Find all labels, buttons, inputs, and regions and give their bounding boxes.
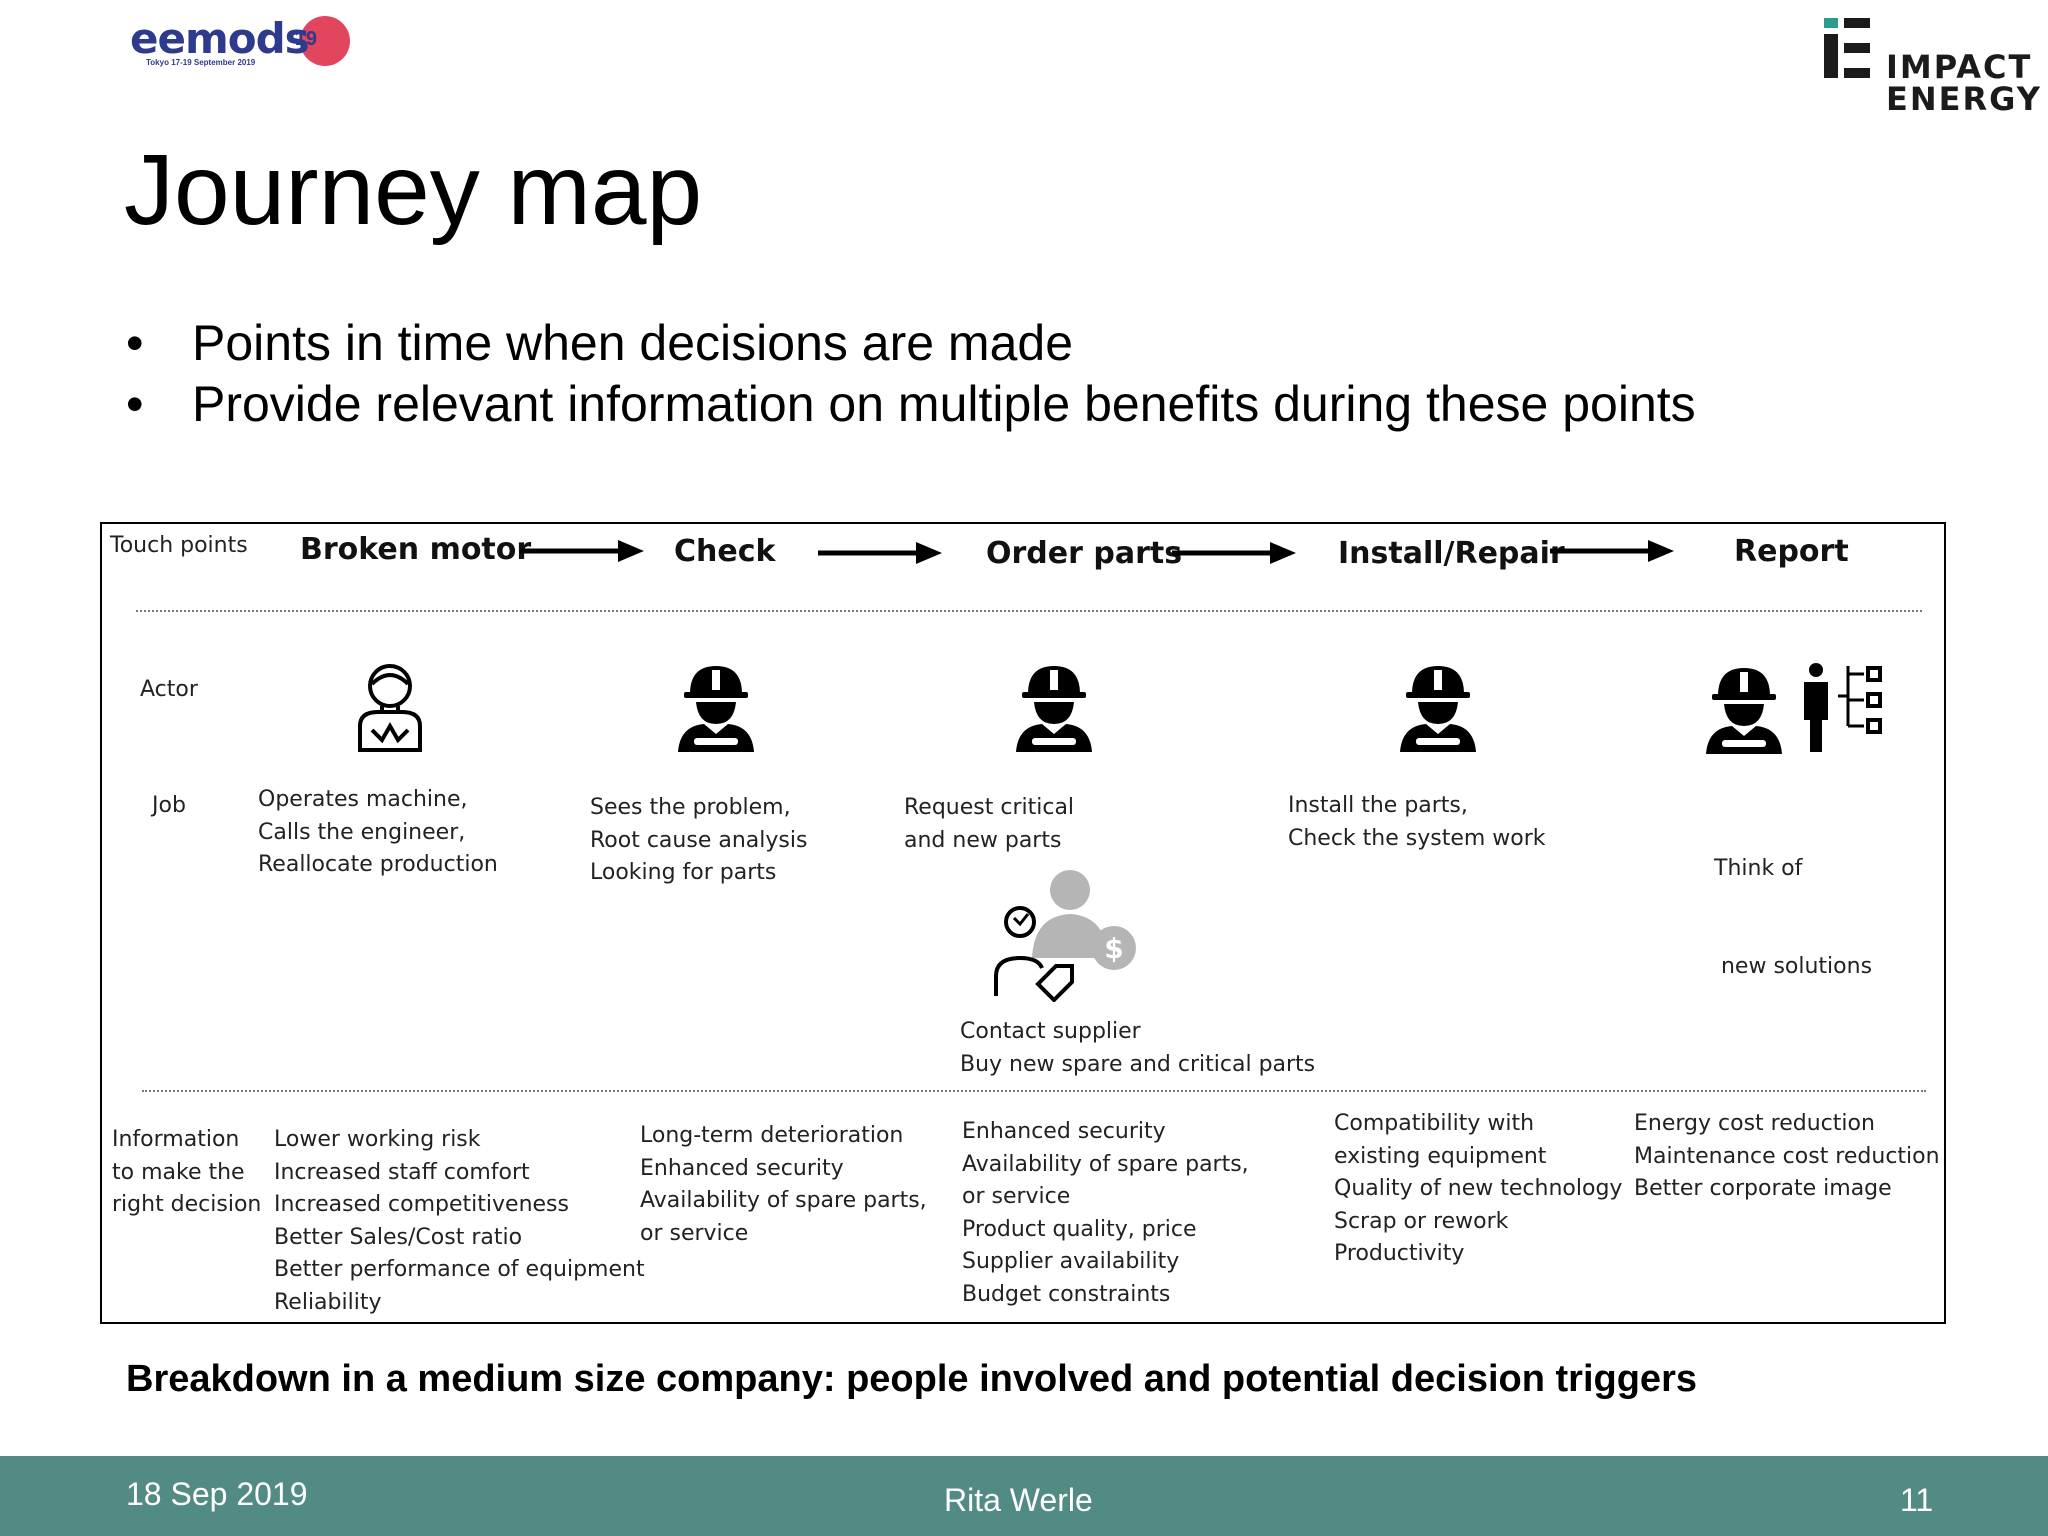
footer-date: 18 Sep 2019 bbox=[126, 1476, 308, 1512]
footer-page-number: 11 bbox=[1900, 1482, 1934, 1518]
eemods-logo-word: eemods bbox=[130, 14, 310, 63]
eemods-logo: eemods '19 Tokyo 17-19 September 2019 bbox=[130, 14, 370, 74]
job-broken-motor: Operates machine, Calls the engineer, Re… bbox=[258, 784, 498, 882]
slide-title: Journey map bbox=[124, 134, 703, 246]
worker-icon bbox=[1016, 666, 1092, 752]
info-line: Enhanced security bbox=[640, 1155, 844, 1181]
worker-icon bbox=[1706, 668, 1782, 754]
info-line: Productivity bbox=[1334, 1241, 1465, 1266]
impact-energy-mark-icon bbox=[1824, 18, 1870, 78]
info-line: Maintenance cost reduction bbox=[1634, 1143, 1940, 1169]
job-line: Request critical bbox=[904, 795, 1075, 820]
info-line: or service bbox=[962, 1184, 1071, 1209]
info-line: Scrap or rework bbox=[1334, 1208, 1509, 1234]
row-divider bbox=[142, 1090, 1926, 1092]
job-check: Sees the problem, Root cause analysis Lo… bbox=[590, 792, 807, 890]
eemods-logo-year: '19 bbox=[290, 28, 318, 50]
row-label-information: Information to make the right decision bbox=[112, 1124, 261, 1222]
row-label-job: Job bbox=[152, 793, 186, 818]
job-report: Think of new solutions bbox=[1714, 788, 1872, 1048]
info-line: Lower working risk bbox=[274, 1127, 481, 1152]
stage-report: Report bbox=[1734, 534, 1849, 569]
job-install-repair: Install the parts, Check the system work bbox=[1288, 790, 1546, 855]
impact-logo-line1: IMPACT bbox=[1886, 48, 2033, 86]
stage-broken-motor: Broken motor bbox=[300, 532, 532, 567]
info-label-line: Information bbox=[112, 1127, 240, 1152]
job-line: Check the system work bbox=[1288, 825, 1546, 851]
bullet-text: Points in time when decisions are made bbox=[192, 315, 1074, 371]
supplier-text: Contact supplier Buy new spare and criti… bbox=[960, 1016, 1315, 1081]
info-line: Product quality, price bbox=[962, 1216, 1197, 1242]
row-label-actor: Actor bbox=[140, 677, 198, 702]
info-check: Long-term deterioration Enhanced securit… bbox=[640, 1120, 927, 1250]
info-line: Better corporate image bbox=[1634, 1176, 1892, 1201]
impact-energy-logo: IMPACT ENERGY bbox=[1824, 18, 2040, 118]
info-order-parts: Enhanced security Availability of spare … bbox=[962, 1116, 1249, 1311]
info-line: Better Sales/Cost ratio bbox=[274, 1224, 523, 1250]
info-line: Reliability bbox=[274, 1289, 382, 1315]
svg-text:$: $ bbox=[1104, 932, 1123, 965]
stage-order-parts: Order parts bbox=[986, 536, 1183, 571]
info-line: Increased competitiveness bbox=[274, 1192, 569, 1217]
info-line: Long-term deterioration bbox=[640, 1123, 904, 1148]
job-line: Calls the engineer, bbox=[258, 819, 466, 845]
footer-bar: 18 Sep 2019 Rita Werle 11 bbox=[0, 1456, 2048, 1536]
job-line: Sees the problem, bbox=[590, 795, 791, 820]
row-label-touch-points: Touch points bbox=[110, 533, 248, 558]
info-line: Supplier availability bbox=[962, 1249, 1180, 1274]
info-install-repair: Compatibility with existing equipment Qu… bbox=[1334, 1108, 1622, 1271]
bullet-dot: • bbox=[126, 376, 144, 432]
job-line: and new parts bbox=[904, 827, 1062, 853]
info-line: Availability of spare parts, bbox=[962, 1151, 1249, 1177]
supplier-line: Buy new spare and critical parts bbox=[960, 1051, 1316, 1077]
job-line: new solutions bbox=[1714, 953, 1873, 979]
journey-map-diagram: Touch points Actor Job Information to ma… bbox=[100, 522, 1946, 1324]
info-line: Better performance of equipment bbox=[274, 1257, 645, 1282]
eemods-logo-subtitle: Tokyo 17-19 September 2019 bbox=[146, 58, 256, 67]
worker-icon bbox=[678, 666, 754, 752]
bullet-dot: • bbox=[126, 315, 144, 371]
info-line: Availability of spare parts, bbox=[640, 1188, 927, 1213]
info-line: Quality of new technology bbox=[1334, 1176, 1623, 1201]
eemods-logo-circle bbox=[300, 16, 350, 66]
arrow-right-icon bbox=[818, 542, 942, 564]
stage-check: Check bbox=[674, 534, 776, 569]
arrow-right-icon bbox=[1172, 542, 1296, 564]
info-line: Compatibility with bbox=[1334, 1111, 1535, 1136]
info-label-line: to make the bbox=[112, 1159, 245, 1185]
arrow-right-icon bbox=[1550, 540, 1674, 562]
job-order-parts: Request critical and new parts bbox=[904, 792, 1074, 857]
job-line: Looking for parts bbox=[590, 860, 777, 885]
info-line: Increased staff comfort bbox=[274, 1159, 530, 1185]
info-broken-motor: Lower working risk Increased staff comfo… bbox=[274, 1124, 645, 1319]
supplier-line: Contact supplier bbox=[960, 1019, 1141, 1044]
stage-install-repair: Install/Repair bbox=[1338, 536, 1565, 571]
manager-checklist-icon bbox=[1804, 663, 1882, 752]
info-line: Budget constraints bbox=[962, 1281, 1171, 1307]
job-line: Root cause analysis bbox=[590, 827, 808, 853]
job-line: Install the parts, bbox=[1288, 793, 1468, 818]
row-divider bbox=[136, 610, 1922, 612]
diagram-caption: Breakdown in a medium size company: peop… bbox=[126, 1358, 1697, 1400]
job-line: Reallocate production bbox=[258, 852, 498, 877]
arrow-right-icon bbox=[520, 540, 644, 562]
footer-author: Rita Werle bbox=[944, 1482, 1093, 1518]
job-line: Operates machine, bbox=[258, 787, 468, 812]
info-label-line: right decision bbox=[112, 1192, 262, 1217]
job-line: Think of bbox=[1714, 856, 1803, 881]
info-report: Energy cost reduction Maintenance cost r… bbox=[1634, 1108, 1940, 1206]
supplier-icon: $ bbox=[994, 870, 1136, 1002]
info-line: Energy cost reduction bbox=[1634, 1111, 1875, 1136]
bullet-text: Provide relevant information on multiple… bbox=[192, 376, 1696, 432]
operator-icon bbox=[358, 664, 422, 752]
info-line: Enhanced security bbox=[962, 1119, 1166, 1144]
impact-logo-line2: ENERGY bbox=[1886, 80, 2042, 118]
worker-icon bbox=[1400, 666, 1476, 752]
info-line: or service bbox=[640, 1220, 749, 1246]
info-line: existing equipment bbox=[1334, 1143, 1547, 1169]
